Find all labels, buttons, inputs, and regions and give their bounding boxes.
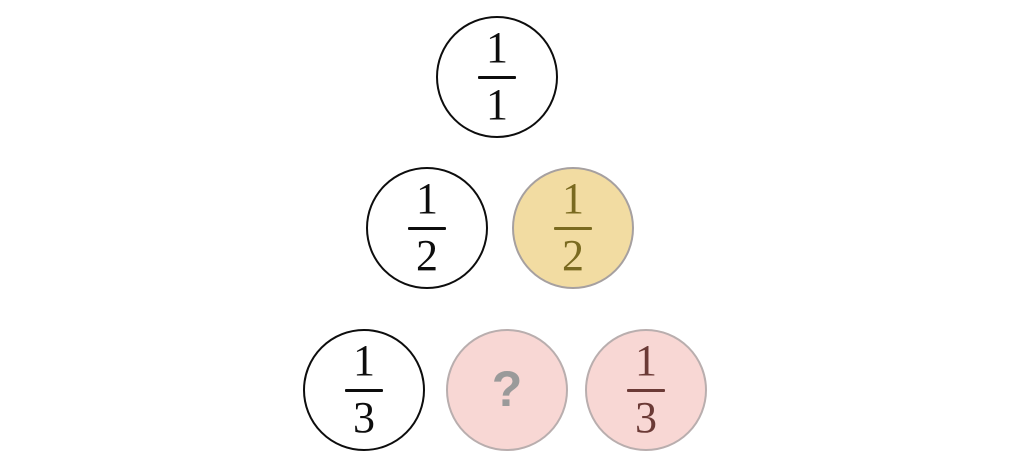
fraction-numerator: 1 (486, 23, 508, 73)
fraction-denominator: 3 (353, 393, 375, 442)
fraction-numerator: 1 (353, 336, 375, 386)
fraction-denominator: 1 (486, 80, 508, 129)
fraction-numerator: 1 (416, 174, 438, 224)
fraction-bar (345, 389, 383, 392)
fraction-numerator: 1 (562, 174, 584, 224)
cell-r3-c2[interactable]: ? (446, 329, 568, 451)
unknown-placeholder-label: ? (491, 361, 523, 417)
fraction-bar (408, 227, 446, 230)
fraction-bar (478, 76, 516, 79)
fraction-denominator: 2 (562, 231, 584, 280)
fraction-denominator: 2 (416, 231, 438, 280)
fraction-bar (627, 389, 665, 392)
fraction-bar (554, 227, 592, 230)
fraction-denominator: 3 (635, 393, 657, 442)
fraction-numerator: 1 (635, 336, 657, 386)
